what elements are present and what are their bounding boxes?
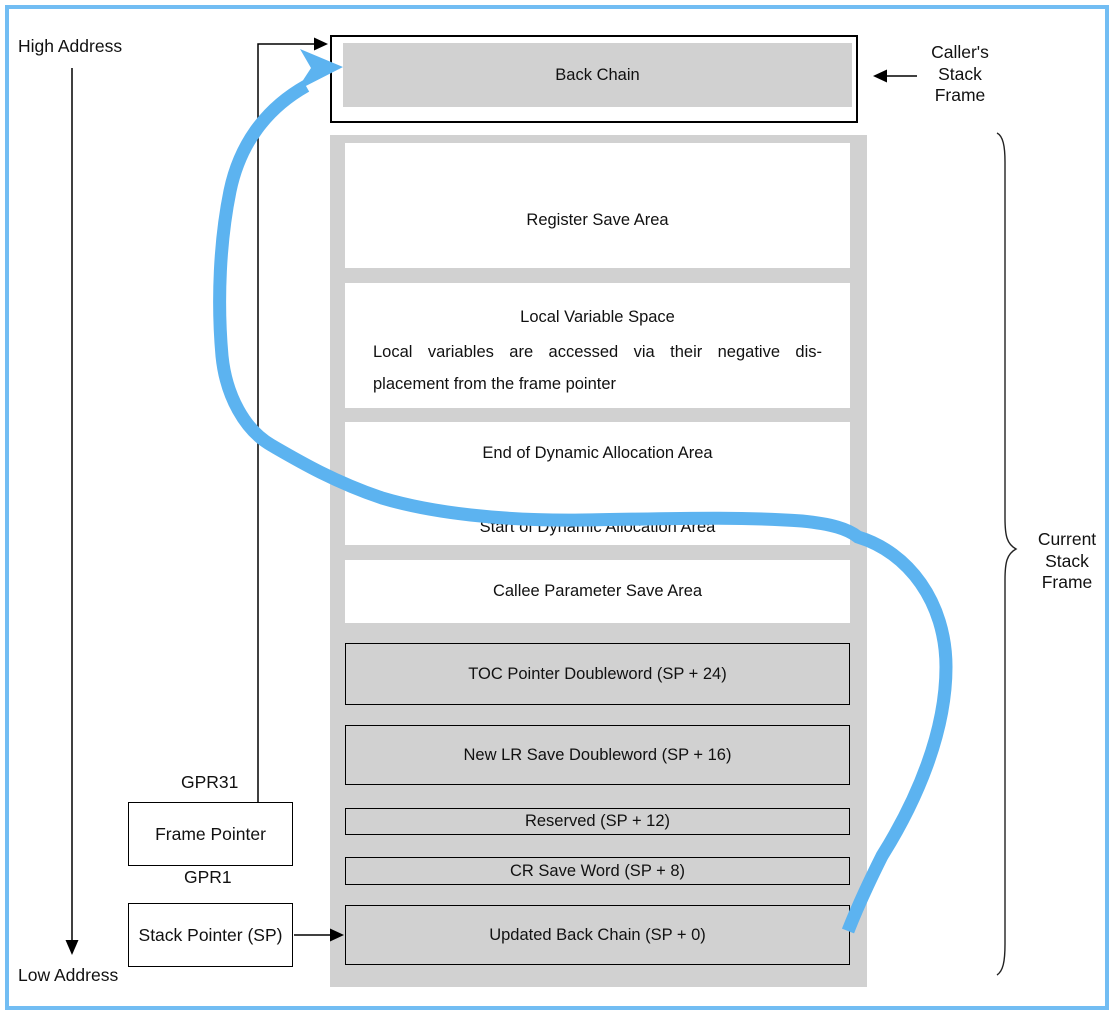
current-stack-frame-annotation: Current Stack Frame xyxy=(1012,529,1114,594)
row-cr-save-word: CR Save Word (SP + 8) xyxy=(345,857,850,885)
stack-pointer-label: Stack Pointer (SP) xyxy=(138,924,283,945)
row-label: Register Save Area xyxy=(526,211,669,229)
row-reserved: Reserved (SP + 12) xyxy=(345,808,850,835)
row-label: Callee Parameter Save Area xyxy=(492,582,703,600)
row-new-lr-save-doubleword: New LR Save Doubleword (SP + 16) xyxy=(345,725,850,785)
current-annotation-line: Stack xyxy=(1045,550,1089,571)
row-label-start-of-dynamic: Start of Dynamic Allocation Area xyxy=(479,518,716,536)
row-dynamic-allocation-area: End of Dynamic Allocation Area Start of … xyxy=(345,422,850,545)
callers-annotation-line: Stack xyxy=(938,63,982,84)
row-label: Reserved (SP + 12) xyxy=(524,812,671,830)
back-chain-label: Back Chain xyxy=(555,65,640,84)
back-chain-slot: Back Chain xyxy=(343,43,852,107)
note-line: Local variables are accessed via their n… xyxy=(373,343,822,361)
row-label: Local Variable Space xyxy=(520,308,675,326)
low-address-label: Low Address xyxy=(18,965,119,985)
note-line: placement from the frame pointer xyxy=(373,375,617,393)
frame-pointer-box: Frame Pointer xyxy=(128,802,293,866)
high-address-label: High Address xyxy=(18,36,123,56)
frame-pointer-label: Frame Pointer xyxy=(155,823,266,844)
gpr1-label: GPR1 xyxy=(184,867,232,887)
row-label: Updated Back Chain (SP + 0) xyxy=(489,925,706,944)
current-stack-frame-container: Register Save Area Local Variable Space … xyxy=(330,135,867,987)
high-to-low-arrow-icon xyxy=(65,68,79,955)
current-annotation-line: Current xyxy=(1037,529,1097,549)
callers-annotation-line: Frame xyxy=(934,85,986,105)
row-label: CR Save Word (SP + 8) xyxy=(510,861,685,880)
row-label: New LR Save Doubleword (SP + 16) xyxy=(463,745,732,764)
row-updated-back-chain: Updated Back Chain (SP + 0) xyxy=(345,905,850,965)
row-label: TOC Pointer Doubleword (SP + 24) xyxy=(468,664,727,683)
callers-annotation-line: Caller's xyxy=(931,42,989,62)
row-label-end-of-dynamic: End of Dynamic Allocation Area xyxy=(482,444,713,462)
row-local-variable-space: Local Variable Space Local variables are… xyxy=(345,283,850,408)
frame-pointer-to-back-chain-arrow-icon xyxy=(257,37,328,802)
gpr31-label: GPR31 xyxy=(181,772,239,792)
callers-stack-frame-annotation: Caller's Stack Frame xyxy=(905,42,1015,107)
row-toc-pointer-doubleword: TOC Pointer Doubleword (SP + 24) xyxy=(345,643,850,705)
current-annotation-line: Frame xyxy=(1041,572,1093,592)
back-chain-box: Back Chain xyxy=(330,35,858,123)
row-callee-parameter-save-area: Callee Parameter Save Area xyxy=(345,560,850,623)
stack-pointer-box: Stack Pointer (SP) xyxy=(128,903,293,967)
local-variable-note: Local variables are accessed via their n… xyxy=(345,336,850,400)
row-register-save-area: Register Save Area xyxy=(345,143,850,268)
